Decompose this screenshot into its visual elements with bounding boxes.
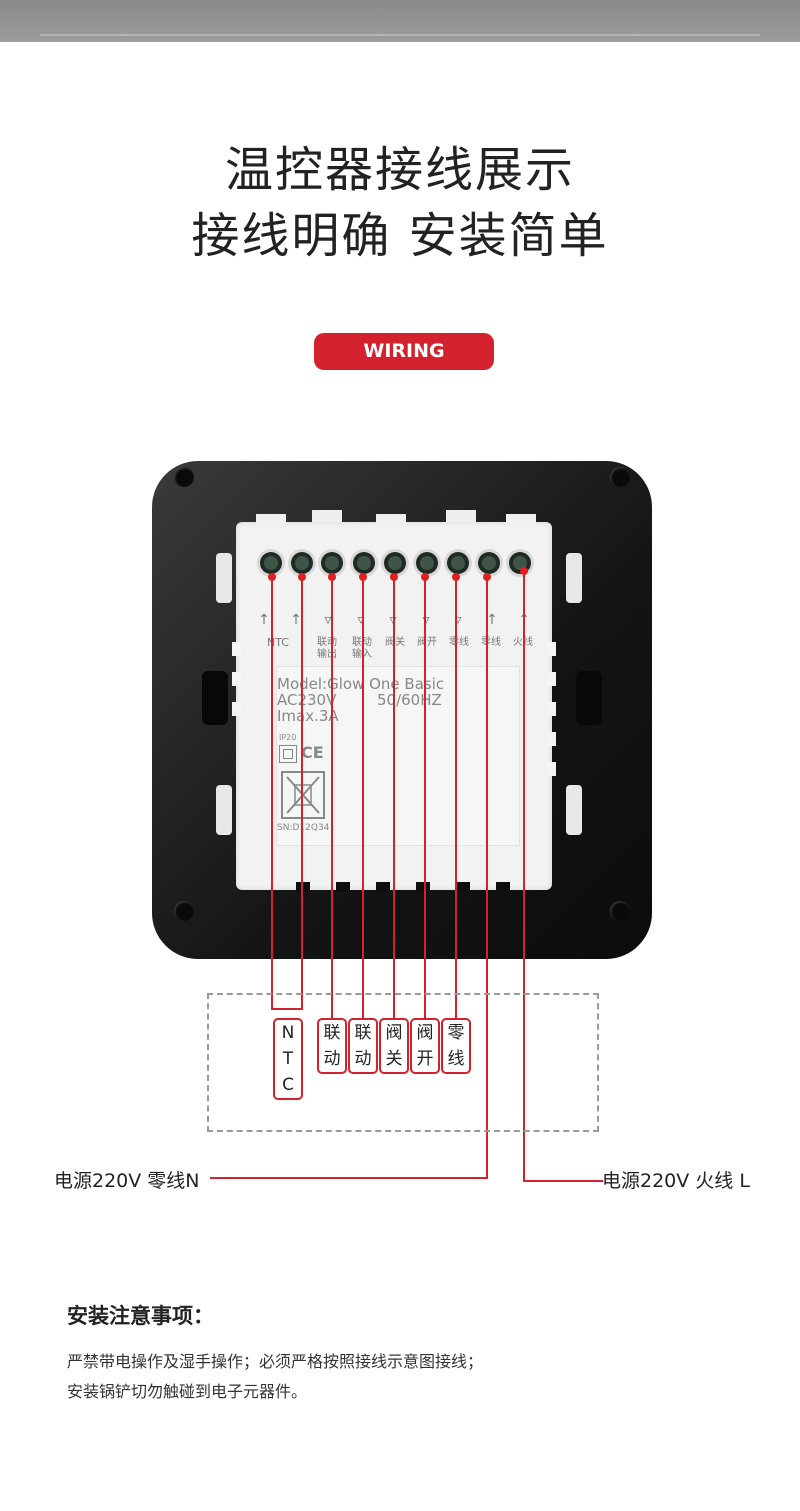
arrow-down-icon: ▿ bbox=[454, 612, 462, 628]
arrow-up-icon: ↑ bbox=[290, 612, 302, 628]
terminal-dot bbox=[520, 567, 528, 575]
screw-icon bbox=[610, 901, 630, 921]
terminal-label: 阀开 bbox=[417, 637, 437, 648]
terminal-label: 联动输出 bbox=[317, 637, 337, 660]
frequency-text: 50/60HZ bbox=[377, 691, 442, 709]
notes-title: 安装注意事项： bbox=[67, 1304, 214, 1328]
wire-link-out bbox=[331, 574, 333, 1018]
note-line-1: 严禁带电操作及湿手操作；必须严格按照接线示意图接线； bbox=[67, 1352, 484, 1371]
terminal-screw bbox=[447, 552, 469, 574]
clip bbox=[216, 785, 232, 835]
tag-link-in: 联动 bbox=[348, 1018, 378, 1074]
top-banner bbox=[0, 0, 800, 42]
title-line-1: 温控器接线展示 bbox=[224, 142, 575, 198]
voltage-text: AC230V bbox=[277, 691, 337, 709]
terminal-label: 零线 bbox=[481, 637, 501, 648]
terminal-screw bbox=[353, 552, 375, 574]
wire-live bbox=[523, 568, 525, 1182]
clip bbox=[566, 553, 582, 603]
arrow-up-icon: ↑ bbox=[486, 612, 498, 628]
model-text: Model:Glow One Basic bbox=[277, 675, 445, 693]
arrow-down-icon: ▿ bbox=[357, 612, 365, 628]
clip bbox=[566, 785, 582, 835]
wire-link-in bbox=[362, 574, 364, 1018]
live-supply-label: 电源220V 火线 L bbox=[602, 1170, 750, 1192]
wire-valve-open bbox=[424, 574, 426, 1018]
wire-ntc-2 bbox=[301, 574, 303, 1010]
ip-rating: IP20 bbox=[279, 733, 297, 742]
current-text: Imax.3A bbox=[277, 707, 339, 725]
screw-icon bbox=[174, 467, 194, 487]
neutral-supply-label: 电源220V 零线N bbox=[54, 1170, 200, 1192]
wire-neutral-out bbox=[455, 574, 457, 1018]
terminal-dot bbox=[328, 573, 336, 581]
ntc-label: NTC bbox=[267, 636, 289, 649]
terminal-dot bbox=[359, 573, 367, 581]
wire-valve-close bbox=[393, 574, 395, 1018]
wiring-badge: WIRING bbox=[314, 333, 494, 370]
title-line-2: 接线明确 安装简单 bbox=[191, 208, 609, 264]
wiring-zone bbox=[207, 993, 599, 1132]
terminal-dot bbox=[390, 573, 398, 581]
double-insulation-icon bbox=[279, 745, 297, 763]
wire-neutral-supply bbox=[210, 1177, 488, 1179]
terminal-screw bbox=[416, 552, 438, 574]
arrow-down-icon: ▿ bbox=[324, 612, 332, 628]
terminal-dot bbox=[298, 573, 306, 581]
terminal-label: 零线 bbox=[449, 637, 469, 648]
terminal-screw bbox=[260, 552, 282, 574]
tag-link-out: 联动 bbox=[317, 1018, 347, 1074]
screw-icon bbox=[610, 467, 630, 487]
wire-neutral-in bbox=[486, 574, 488, 1178]
wire-ntc-bridge bbox=[271, 1008, 303, 1010]
terminal-dot bbox=[421, 573, 429, 581]
terminal-screw bbox=[321, 552, 343, 574]
terminal-dot bbox=[452, 573, 460, 581]
ce-mark: CE bbox=[301, 743, 324, 762]
terminal-label: 阀关 bbox=[385, 637, 405, 648]
wire-ntc-1 bbox=[271, 574, 273, 1010]
terminal-dot bbox=[268, 573, 276, 581]
clip bbox=[216, 553, 232, 603]
tag-neutral: 零线 bbox=[441, 1018, 471, 1074]
tag-valve-close: 阀关 bbox=[379, 1018, 409, 1074]
terminal-dot bbox=[483, 573, 491, 581]
serial-text: SN:D12Q34 bbox=[277, 823, 330, 833]
weee-bin-icon bbox=[281, 771, 325, 819]
arrow-down-icon: ▿ bbox=[422, 612, 430, 628]
note-line-2: 安装锅铲切勿触碰到电子元器件。 bbox=[67, 1382, 308, 1401]
screw-icon bbox=[174, 901, 194, 921]
mount-slot bbox=[576, 671, 602, 725]
terminal-screw bbox=[291, 552, 313, 574]
spec-label: Model:Glow One Basic AC230V 50/60HZ Imax… bbox=[276, 666, 520, 846]
mount-slot bbox=[202, 671, 228, 725]
terminal-screw bbox=[384, 552, 406, 574]
wire-live-supply bbox=[523, 1180, 603, 1182]
arrow-up-icon: ↑ bbox=[258, 612, 270, 628]
terminal-screw bbox=[478, 552, 500, 574]
tag-valve-open: 阀开 bbox=[410, 1018, 440, 1074]
